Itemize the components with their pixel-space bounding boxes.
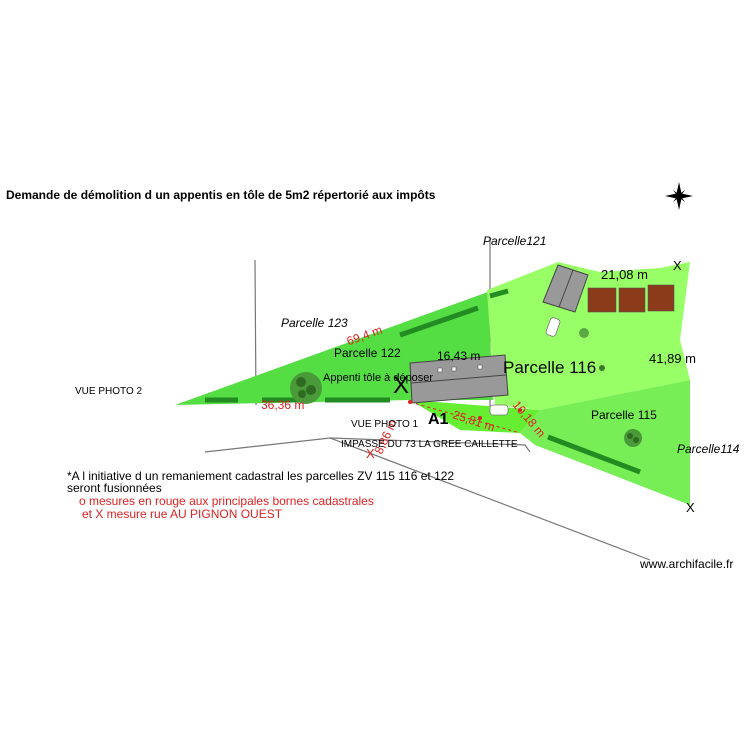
parcel-114-label: Parcelle114: [677, 442, 740, 456]
corner-x-bottom-right: X: [686, 500, 695, 515]
appenti-label: Appenti tôle à déposer: [323, 372, 434, 384]
hedges: [205, 288, 641, 475]
parcel-121-label: Parcelle121: [483, 234, 547, 248]
parcel-123-label: Parcelle 123: [281, 316, 348, 330]
corner-x-top-right: X: [673, 258, 682, 273]
note-line-3: o mesures en rouge aux principales borne…: [79, 494, 374, 508]
parcel-116-label: Parcelle 116: [503, 358, 597, 377]
parcel-122-label: Parcelle 122: [334, 346, 401, 360]
impasse-label: IMPASSE DU 73 LA GREE CAILLETTE: [341, 439, 518, 450]
note-line-1: *A l initiative d un remaniement cadastr…: [67, 469, 455, 483]
tree-large: [290, 372, 322, 404]
a1-trace: [409, 401, 521, 434]
bush-small: [579, 328, 605, 371]
car-top: [545, 317, 561, 337]
measure-16-43: 16,43 m: [437, 349, 481, 363]
watermark: www.archifacile.fr: [640, 557, 734, 571]
plan-title: Demande de démolition d un appentis en t…: [6, 188, 436, 202]
note-line-4: et X mesure rue AU PIGNON OUEST: [82, 507, 283, 521]
measure-21-08: 21,08 m: [601, 267, 648, 282]
main-building: [409, 354, 509, 404]
note-line-2: seront fusionnées: [67, 481, 162, 495]
marker-x-red: X: [366, 446, 375, 461]
measure-36-36: 36,36 m: [261, 398, 304, 412]
tree-small: [624, 429, 642, 447]
demolition-marker-x: X: [393, 372, 410, 399]
vue-photo-1-label: VUE PHOTO 1: [351, 419, 419, 430]
car-bottom: [489, 404, 509, 416]
shed-top: [542, 264, 589, 313]
measure-41-89: 41,89 m: [649, 351, 696, 366]
garden-beds: [587, 284, 675, 313]
boundary-points: [408, 400, 522, 420]
compass-rose-icon: [665, 182, 693, 210]
parcel-115-label: Parcelle 115: [591, 408, 657, 422]
parcel-115-shape: [520, 380, 690, 505]
a1-label: A1: [428, 411, 449, 428]
vue-photo-2-label: VUE PHOTO 2: [75, 386, 143, 397]
